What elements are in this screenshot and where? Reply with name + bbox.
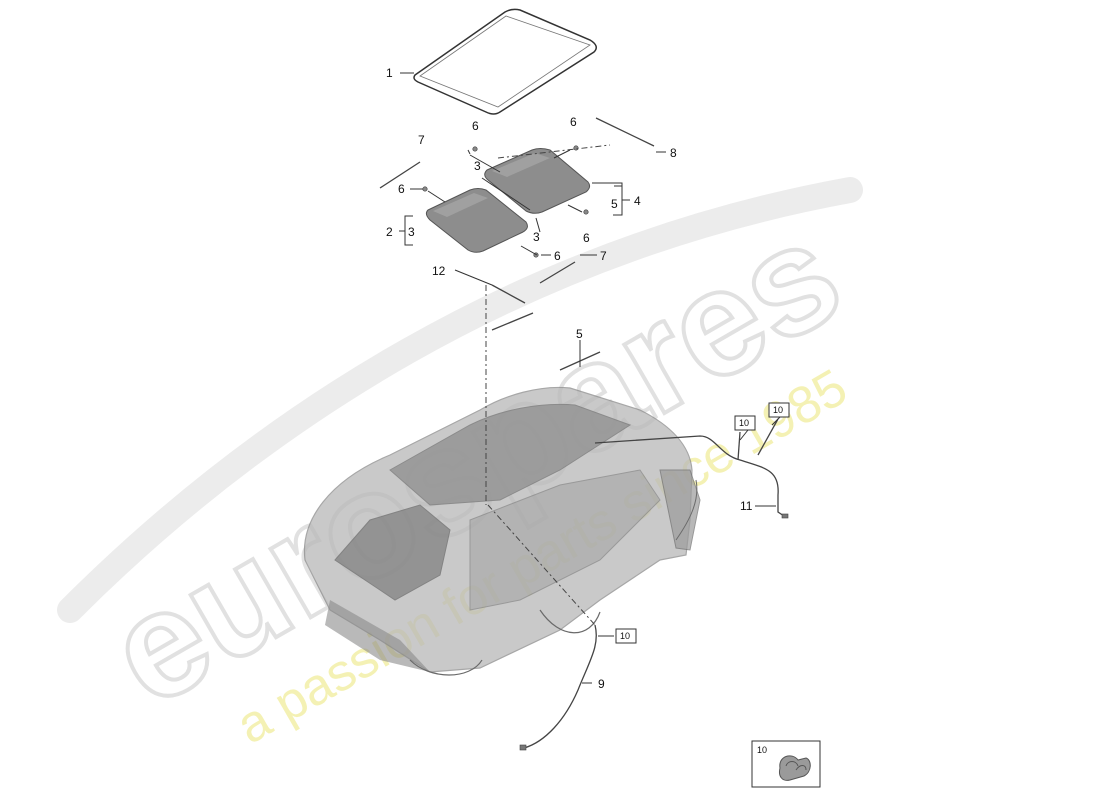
callout-3: 3: [533, 230, 540, 244]
callout-7: 7: [418, 133, 425, 147]
callout-1: 1: [386, 66, 393, 80]
callout-10: 10: [739, 418, 749, 428]
trim-strips: [379, 117, 655, 371]
drain-hoses: [523, 418, 785, 749]
boxed-callout-10: 10: [615, 628, 637, 644]
boxed-callout-10: 10: [768, 402, 790, 418]
callout-6: 6: [398, 182, 405, 196]
callout-8: 8: [670, 146, 677, 160]
callout-6: 6: [554, 249, 561, 263]
callout-10: 10: [757, 745, 767, 755]
callout-6: 6: [570, 115, 577, 129]
callout-3: 3: [474, 159, 481, 173]
boxed-callout-10: 10: [734, 415, 756, 431]
callout-11: 11: [740, 499, 753, 513]
detail-inset-clip: 10: [751, 740, 821, 788]
leader-lines: [399, 149, 781, 684]
callout-12: 12: [432, 264, 446, 278]
alignment-lines: [485, 144, 611, 626]
callout-9: 9: [598, 677, 605, 691]
callout-2: 2: [386, 225, 393, 239]
callout-4: 4: [634, 194, 641, 208]
callout-5: 5: [576, 327, 583, 341]
front-glass-panel: [425, 188, 528, 253]
roof-seal-frame: [413, 8, 597, 115]
callout-labels: 1 6 6 8 7 3 6 5 4 3 2 3 6 6 7 12 5 11 9: [386, 66, 753, 691]
callout-7: 7: [600, 249, 607, 263]
callout-6: 6: [583, 231, 590, 245]
car-body: [303, 386, 701, 676]
callout-3: 3: [408, 225, 415, 239]
clip-icon: [779, 755, 811, 781]
callout-10: 10: [620, 631, 630, 641]
callout-5: 5: [611, 197, 618, 211]
callout-10: 10: [773, 405, 783, 415]
screws: [422, 145, 589, 258]
callout-6: 6: [472, 119, 479, 133]
